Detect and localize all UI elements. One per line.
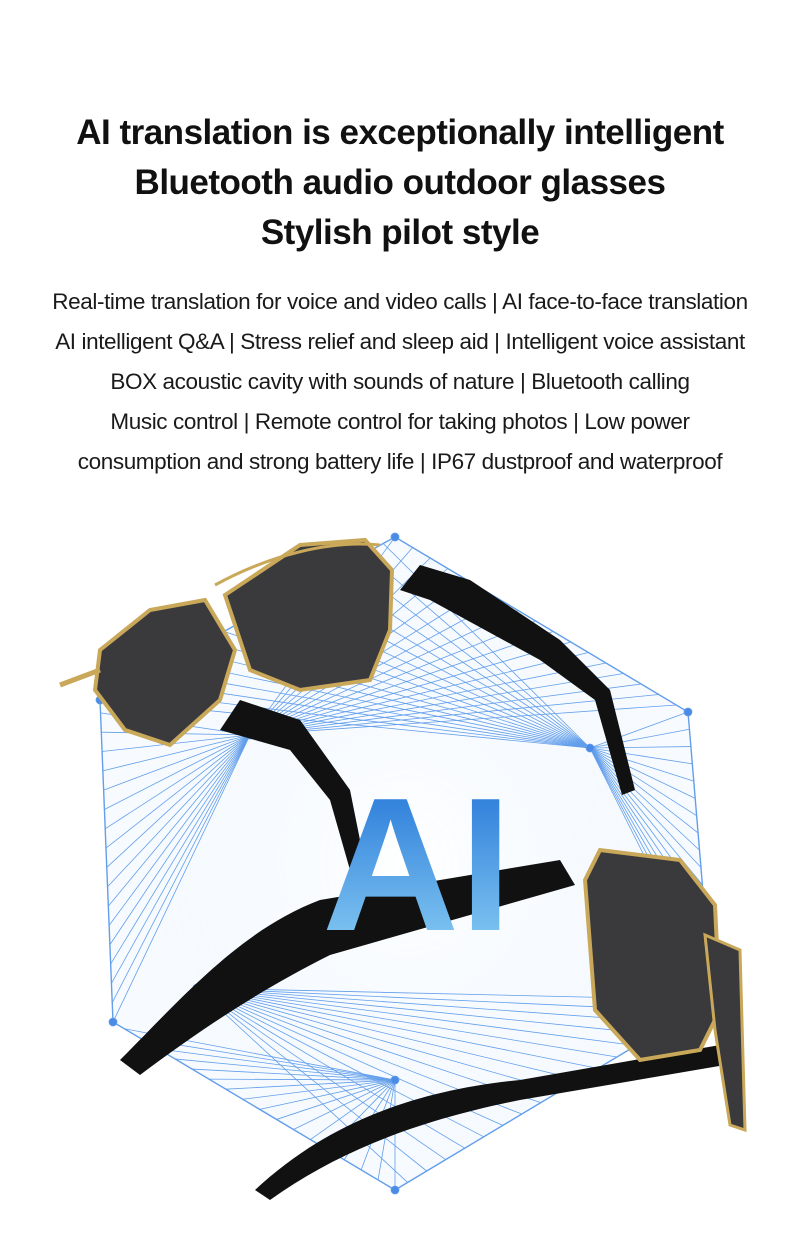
wireframe-line bbox=[106, 734, 251, 868]
wireframe-line bbox=[105, 734, 251, 849]
feature-line: AI intelligent Q&A | Stress relief and s… bbox=[55, 329, 745, 354]
wireframe-line bbox=[365, 552, 591, 749]
feature-line: consumption and strong battery life | IP… bbox=[77, 449, 723, 474]
wireframe-line bbox=[191, 1068, 396, 1081]
wireframe-line bbox=[111, 734, 251, 1003]
wireframe-line bbox=[249, 641, 571, 736]
wireframe-line bbox=[196, 987, 541, 1103]
glasses-bottom bbox=[120, 847, 747, 1200]
wireframe-line bbox=[249, 610, 519, 736]
ai-emblem: AI bbox=[322, 759, 512, 971]
wireframe-line bbox=[589, 747, 694, 782]
wireframe-line bbox=[249, 620, 536, 736]
wireframe-line bbox=[589, 747, 693, 765]
headline: AI translation is exceptionally intellig… bbox=[0, 108, 800, 258]
wireframe-line bbox=[196, 987, 617, 1058]
wireframe-line bbox=[242, 1079, 396, 1100]
wireframe-line bbox=[249, 673, 624, 736]
wireframe-node bbox=[390, 532, 400, 542]
wireframe-line bbox=[104, 734, 251, 810]
wireframe-line bbox=[589, 747, 700, 851]
wireframe-line bbox=[276, 1079, 396, 1120]
feature-line: Real-time translation for voice and vide… bbox=[52, 289, 748, 314]
wireframe-line bbox=[158, 1048, 396, 1081]
wireframe-line bbox=[589, 747, 696, 799]
wireframe-line bbox=[175, 1058, 396, 1081]
feature-line: BOX acoustic cavity with sounds of natur… bbox=[110, 369, 690, 394]
wireframe-line bbox=[259, 1079, 396, 1110]
wireframe-line bbox=[111, 734, 251, 984]
wireframe-line bbox=[589, 728, 690, 749]
wireframe-line bbox=[103, 734, 251, 791]
wireframe-line bbox=[293, 1079, 396, 1130]
hexagon-wireframe bbox=[95, 532, 717, 1195]
headline-line-3: Stylish pilot style bbox=[260, 213, 540, 252]
feature-line: Music control | Remote control for takin… bbox=[110, 409, 690, 434]
wireframe-node bbox=[108, 1017, 118, 1027]
wireframe-line bbox=[208, 1078, 396, 1081]
wireframe-node bbox=[683, 707, 693, 717]
product-image: AI bbox=[59, 532, 747, 1200]
feature-list: Real-time translation for voice and vide… bbox=[0, 282, 800, 482]
wireframe-line bbox=[589, 711, 689, 749]
glasses-top bbox=[59, 537, 635, 870]
wireframe-line bbox=[141, 1038, 396, 1081]
wireframe-line bbox=[109, 734, 251, 945]
headline-line-2: Bluetooth audio outdoor glasses bbox=[134, 163, 666, 202]
wireframe-node bbox=[390, 1075, 400, 1085]
wireframe-line bbox=[112, 734, 251, 1023]
wireframe-line bbox=[108, 734, 251, 926]
wireframe-node bbox=[390, 1185, 400, 1195]
headline-line-1: AI translation is exceptionally intellig… bbox=[76, 113, 724, 152]
wireframe-line bbox=[196, 987, 636, 1046]
wireframe-line bbox=[589, 747, 702, 868]
wireframe-line bbox=[249, 662, 607, 736]
wireframe-line bbox=[104, 734, 251, 830]
wireframe-line bbox=[196, 987, 579, 1081]
wireframe-line bbox=[102, 734, 251, 772]
wireframe-line bbox=[107, 734, 251, 888]
wireframe-node bbox=[585, 743, 595, 753]
wireframe-line bbox=[249, 631, 554, 736]
wireframe-line bbox=[310, 1079, 396, 1140]
wireframe-line bbox=[108, 734, 251, 907]
wireframe-line bbox=[249, 683, 642, 736]
wireframe-line bbox=[589, 746, 691, 749]
wireframe-line bbox=[110, 734, 251, 965]
wireframe-line bbox=[196, 987, 598, 1069]
wireframe-line bbox=[225, 1079, 396, 1090]
wireframe-line bbox=[196, 987, 655, 1035]
wireframe-line bbox=[589, 747, 697, 817]
wireframe-line bbox=[196, 987, 674, 1024]
wireframe-line bbox=[249, 694, 659, 736]
wireframe-line bbox=[589, 747, 699, 834]
wireframe-line bbox=[170, 660, 591, 749]
wireframe-line bbox=[102, 734, 251, 752]
wireframe-line bbox=[196, 987, 560, 1092]
